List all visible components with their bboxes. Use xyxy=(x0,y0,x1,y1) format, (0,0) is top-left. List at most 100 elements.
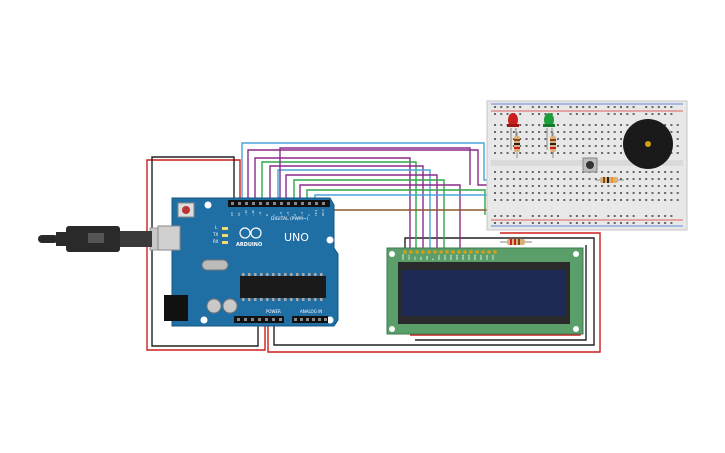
rail-hole[interactable] xyxy=(550,222,553,224)
wire-purple-2[interactable] xyxy=(254,157,411,250)
rail-hole[interactable] xyxy=(626,113,629,115)
breadboard-hole[interactable] xyxy=(632,185,635,187)
breadboard-hole[interactable] xyxy=(569,192,572,194)
rail-hole[interactable] xyxy=(620,222,622,224)
breadboard-hole[interactable] xyxy=(588,145,591,147)
breadboard-hole[interactable] xyxy=(620,171,622,173)
breadboard-hole[interactable] xyxy=(569,124,572,126)
breadboard-hole[interactable] xyxy=(531,185,534,187)
wire-purple-3[interactable] xyxy=(269,165,424,250)
rail-hole[interactable] xyxy=(506,215,509,217)
breadboard-hole[interactable] xyxy=(620,138,622,140)
header-pin[interactable] xyxy=(266,202,269,205)
breadboard-hole[interactable] xyxy=(563,171,566,173)
breadboard-hole[interactable] xyxy=(676,138,679,140)
rail-hole[interactable] xyxy=(645,113,648,115)
breadboard-hole[interactable] xyxy=(601,185,604,187)
rail-hole[interactable] xyxy=(657,222,660,224)
breadboard-hole[interactable] xyxy=(632,192,635,194)
rail-hole[interactable] xyxy=(550,106,553,108)
breadboard-hole[interactable] xyxy=(588,124,591,126)
breadboard-hole[interactable] xyxy=(620,185,622,187)
breadboard-hole[interactable] xyxy=(638,185,641,187)
breadboard-hole[interactable] xyxy=(582,178,585,180)
breadboard-hole[interactable] xyxy=(588,131,591,133)
breadboard-hole[interactable] xyxy=(512,152,515,154)
lcd-pin[interactable] xyxy=(433,250,437,254)
breadboard-hole[interactable] xyxy=(657,171,660,173)
breadboard-hole[interactable] xyxy=(506,178,509,180)
breadboard-hole[interactable] xyxy=(512,199,515,201)
breadboard-hole[interactable] xyxy=(506,171,509,173)
rail-hole[interactable] xyxy=(494,113,496,115)
breadboard-hole[interactable] xyxy=(594,199,597,201)
breadboard-hole[interactable] xyxy=(670,171,673,173)
lcd-pin[interactable] xyxy=(403,250,407,254)
breadboard-hole[interactable] xyxy=(512,145,515,147)
breadboard-hole[interactable] xyxy=(588,192,591,194)
breadboard-hole[interactable] xyxy=(550,199,553,201)
breadboard-hole[interactable] xyxy=(500,124,503,126)
rail-hole[interactable] xyxy=(544,215,547,217)
rail-hole[interactable] xyxy=(613,215,616,217)
breadboard-hole[interactable] xyxy=(657,192,660,194)
breadboard-hole[interactable] xyxy=(632,178,635,180)
breadboard-hole[interactable] xyxy=(494,185,496,187)
header-pin[interactable] xyxy=(318,318,321,321)
header-pin[interactable] xyxy=(272,318,275,321)
rail-hole[interactable] xyxy=(557,106,559,108)
rail-hole[interactable] xyxy=(613,113,616,115)
breadboard-hole[interactable] xyxy=(494,145,496,147)
breadboard-hole[interactable] xyxy=(582,192,585,194)
breadboard-hole[interactable] xyxy=(569,185,572,187)
analog-header[interactable] xyxy=(292,316,328,323)
rail-hole[interactable] xyxy=(588,106,591,108)
breadboard-hole[interactable] xyxy=(569,178,572,180)
breadboard-hole[interactable] xyxy=(626,185,629,187)
breadboard-hole[interactable] xyxy=(544,171,547,173)
breadboard-hole[interactable] xyxy=(613,131,616,133)
rail-hole[interactable] xyxy=(519,222,522,224)
breadboard-hole[interactable] xyxy=(538,145,541,147)
breadboard-hole[interactable] xyxy=(575,185,578,187)
breadboard-hole[interactable] xyxy=(582,131,585,133)
wire-red-outer[interactable] xyxy=(146,159,266,351)
breadboard-hole[interactable] xyxy=(651,178,654,180)
breadboard-hole[interactable] xyxy=(563,145,566,147)
breadboard-hole[interactable] xyxy=(645,171,648,173)
rail-hole[interactable] xyxy=(512,106,515,108)
breadboard-hole[interactable] xyxy=(519,145,522,147)
rail-hole[interactable] xyxy=(626,106,629,108)
rail-hole[interactable] xyxy=(575,113,578,115)
breadboard-hole[interactable] xyxy=(550,171,553,173)
rail-hole[interactable] xyxy=(588,215,591,217)
breadboard-hole[interactable] xyxy=(613,171,616,173)
digital-header[interactable] xyxy=(228,200,330,207)
breadboard-hole[interactable] xyxy=(626,192,629,194)
breadboard-hole[interactable] xyxy=(575,192,578,194)
breadboard-hole[interactable] xyxy=(525,192,528,194)
breadboard-hole[interactable] xyxy=(594,152,597,154)
breadboard-hole[interactable] xyxy=(601,131,604,133)
rail-hole[interactable] xyxy=(519,215,522,217)
breadboard-hole[interactable] xyxy=(582,145,585,147)
breadboard-hole[interactable] xyxy=(575,131,578,133)
wire-purple-5[interactable] xyxy=(299,184,461,250)
breadboard-hole[interactable] xyxy=(607,171,610,173)
header-pin[interactable] xyxy=(245,202,248,205)
rail-hole[interactable] xyxy=(645,106,648,108)
breadboard-hole[interactable] xyxy=(638,199,641,201)
breadboard-hole[interactable] xyxy=(638,192,641,194)
breadboard-hole[interactable] xyxy=(670,185,673,187)
breadboard-hole[interactable] xyxy=(525,178,528,180)
rail-hole[interactable] xyxy=(651,222,654,224)
breadboard-hole[interactable] xyxy=(544,138,547,140)
breadboard-hole[interactable] xyxy=(544,178,547,180)
header-pin[interactable] xyxy=(306,318,309,321)
rail-hole[interactable] xyxy=(670,113,673,115)
rail-hole[interactable] xyxy=(544,113,547,115)
wire-purple-4[interactable] xyxy=(285,174,438,250)
rail-hole[interactable] xyxy=(531,113,534,115)
header-pin[interactable] xyxy=(258,318,261,321)
breadboard-hole[interactable] xyxy=(607,192,610,194)
